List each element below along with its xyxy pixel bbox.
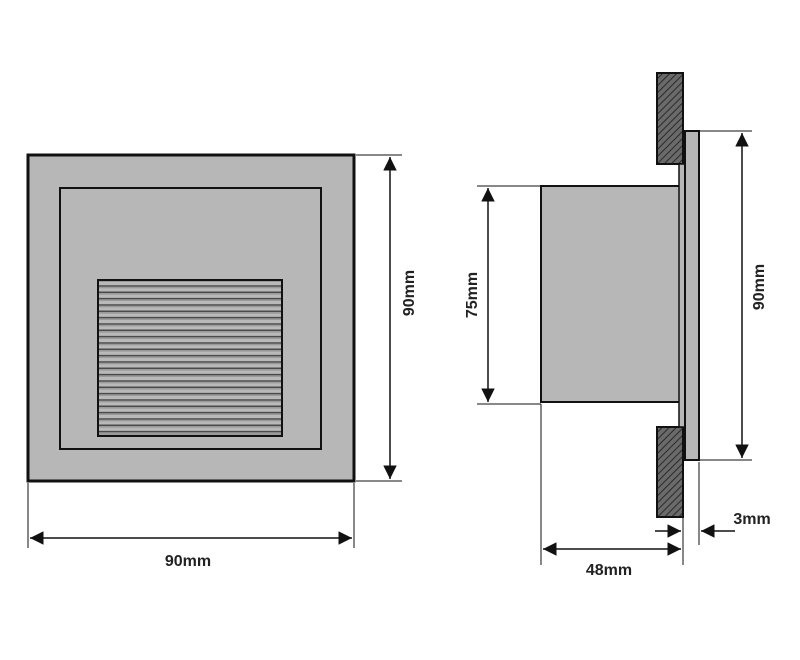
louver-slat bbox=[99, 307, 281, 312]
louver-slats bbox=[99, 282, 281, 433]
louver-slat bbox=[99, 377, 281, 381]
front-height-label: 90mm bbox=[401, 270, 418, 316]
side-view: 75mm 90mm 48mm 3mm bbox=[464, 72, 771, 579]
wall-section-bottom bbox=[656, 426, 684, 518]
louver-slat bbox=[99, 402, 281, 407]
front-width-label: 90mm bbox=[165, 553, 211, 570]
faceplate bbox=[684, 130, 700, 461]
louver-slat bbox=[99, 383, 281, 388]
louver-slat bbox=[99, 389, 281, 394]
louver-slat bbox=[99, 313, 281, 318]
louver-slat bbox=[99, 364, 281, 369]
louver-slat bbox=[99, 415, 281, 419]
louver-slat bbox=[99, 288, 281, 293]
louver-slat bbox=[99, 351, 281, 356]
louver-slat bbox=[99, 427, 281, 432]
louver-slat bbox=[99, 332, 281, 337]
plate-thickness-label: 3mm bbox=[733, 511, 770, 528]
front-view: 90mm 90mm bbox=[26, 153, 418, 570]
louver-slat bbox=[99, 326, 281, 331]
housing-body bbox=[540, 185, 684, 403]
louver-slat bbox=[99, 370, 281, 375]
louver-slat bbox=[99, 358, 281, 362]
body-height-label: 75mm bbox=[464, 272, 481, 318]
louver-slat bbox=[99, 301, 281, 305]
wall-section-top bbox=[656, 72, 684, 165]
louver-slat bbox=[99, 282, 281, 286]
louver-slat bbox=[99, 339, 281, 343]
plate-height-label: 90mm bbox=[751, 264, 768, 310]
louver-slat bbox=[99, 408, 281, 413]
louver-slat bbox=[99, 421, 281, 426]
louver-slat bbox=[99, 345, 281, 350]
louver-slat bbox=[99, 320, 281, 324]
louver-slat bbox=[99, 396, 281, 400]
louver-slat bbox=[99, 294, 281, 299]
depth-label: 48mm bbox=[586, 562, 632, 579]
